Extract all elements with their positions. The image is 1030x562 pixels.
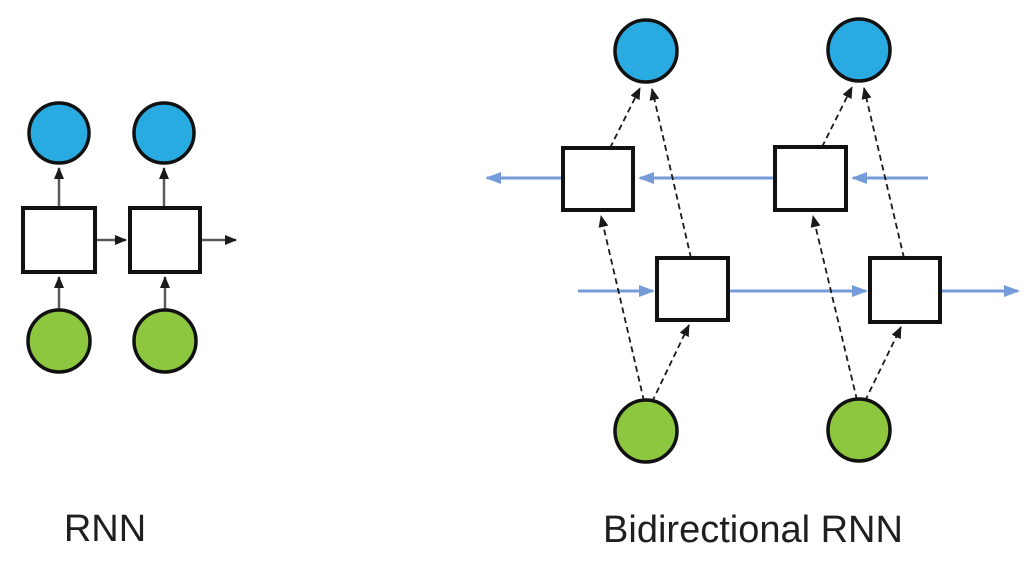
input-to-forward-hidden-arrow (651, 324, 690, 403)
rnn-label: RNN (64, 508, 146, 550)
input-to-backward-hidden-arrow (598, 215, 645, 402)
output-node (27, 101, 91, 165)
output-node (613, 18, 679, 84)
bidirectional-rnn-diagram: Bidirectional RNN (485, 17, 1020, 551)
input-to-forward-hidden-arrow (864, 326, 902, 402)
forward-hidden-node (868, 256, 942, 324)
hidden-state-node (21, 206, 97, 274)
output-node (132, 101, 196, 165)
backward-hidden-to-output-arrow (609, 87, 641, 149)
backward-hidden-node (561, 146, 635, 212)
bidirectional-rnn-label: Bidirectional RNN (603, 509, 903, 551)
forward-hidden-to-output-arrow (861, 87, 905, 259)
input-node (613, 398, 679, 464)
backward-hidden-to-output-arrow (821, 86, 853, 148)
forward-hidden-to-output-arrow (649, 88, 692, 259)
forward-hidden-node (655, 256, 730, 322)
backward-hidden-node (773, 145, 848, 212)
input-to-backward-hidden-arrow (810, 215, 858, 401)
rnn-diagram: RNN (21, 101, 237, 550)
output-node (826, 17, 892, 83)
input-node (132, 308, 198, 374)
input-node (26, 308, 92, 374)
hidden-state-node (128, 206, 202, 274)
input-node (826, 397, 892, 463)
